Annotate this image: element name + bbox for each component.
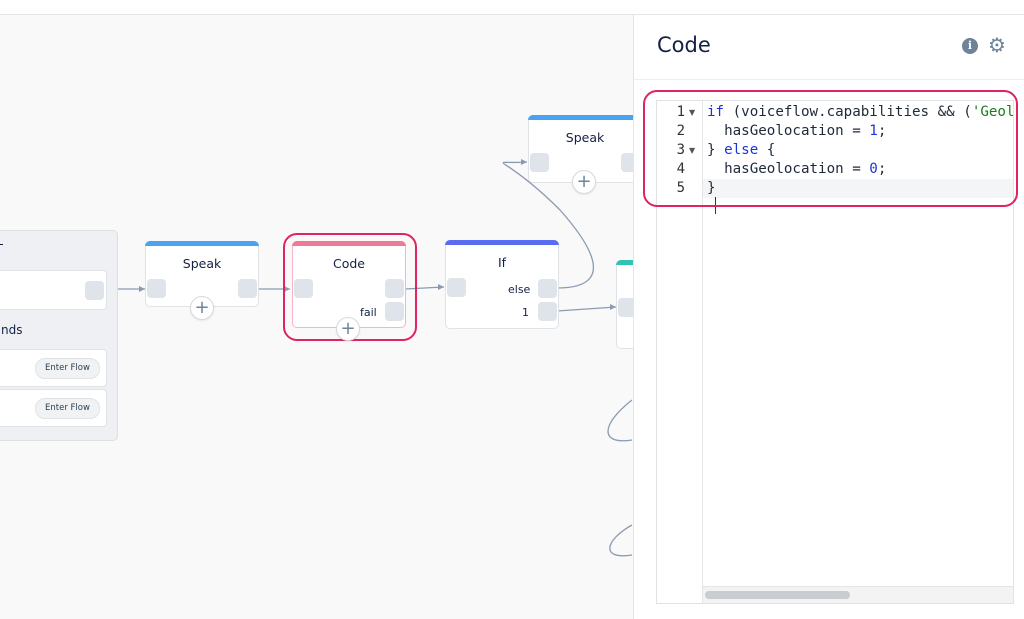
code-line-5[interactable]: } xyxy=(707,180,716,196)
if-input-port[interactable] xyxy=(447,278,466,297)
code-output-port[interactable] xyxy=(385,279,404,298)
horizontal-scrollbar-thumb[interactable] xyxy=(705,591,850,599)
code-line-3[interactable]: } else { xyxy=(707,142,776,158)
code-editor-highlight xyxy=(643,90,1018,207)
code-block[interactable]: Code fail xyxy=(292,241,406,328)
info-icon[interactable]: i xyxy=(962,38,978,54)
teal-block-bar xyxy=(616,260,633,265)
wire-one-to-block xyxy=(556,306,617,312)
wire-code-to-if xyxy=(404,286,445,290)
speak-block-bar xyxy=(145,241,259,246)
start-block[interactable]: nds Enter Flow Enter Flow xyxy=(0,230,118,441)
if-else-label: else xyxy=(508,283,531,296)
speak-top-add-step-button[interactable]: + xyxy=(572,170,596,194)
active-line-highlight xyxy=(703,179,1013,198)
code-input-port[interactable] xyxy=(294,279,313,298)
line-number: 1 xyxy=(676,104,685,120)
gear-icon[interactable]: ⚙ xyxy=(988,33,1006,57)
commands-section-label: nds xyxy=(1,323,23,337)
command-row[interactable]: Enter Flow xyxy=(0,389,107,427)
code-line-4[interactable]: hasGeolocation = 0; xyxy=(707,161,887,177)
if-else-port[interactable] xyxy=(538,279,557,298)
panel-title: Code xyxy=(657,33,711,57)
teal-input-port[interactable] xyxy=(618,298,633,317)
if-one-label: 1 xyxy=(522,306,529,319)
speak-input-port[interactable] xyxy=(147,279,166,298)
fold-arrow-icon[interactable]: ▼ xyxy=(689,108,696,117)
speak-output-port[interactable] xyxy=(238,279,257,298)
wire-else-to-speak xyxy=(502,161,595,289)
if-block-bar xyxy=(445,240,559,245)
line-number: 2 xyxy=(676,123,685,139)
speak-block-top-bar xyxy=(528,115,633,120)
code-block-title: Code xyxy=(332,256,365,271)
speak-top-input-port[interactable] xyxy=(530,153,549,172)
command-row[interactable]: Enter Flow xyxy=(0,349,107,387)
top-bar xyxy=(0,0,1024,15)
line-number: 3 xyxy=(676,142,685,158)
if-block[interactable]: If else 1 xyxy=(445,240,559,329)
if-block-title: If xyxy=(497,255,507,270)
speak-top-output-port[interactable] xyxy=(621,153,633,172)
enter-flow-button[interactable]: Enter Flow xyxy=(35,398,100,419)
line-number: 4 xyxy=(676,161,685,177)
code-add-step-button[interactable]: + xyxy=(336,317,360,341)
code-fail-label: fail xyxy=(360,306,377,319)
teal-block-partial[interactable] xyxy=(616,260,633,349)
if-one-port[interactable] xyxy=(538,302,557,321)
code-editor-panel: Code i ⚙ 1 ▼ 2 3 ▼ 4 5 if (voiceflow.cap… xyxy=(633,15,1024,619)
code-line-1[interactable]: if (voiceflow.capabilities && ('Geolocat… xyxy=(707,104,1014,120)
code-editor[interactable]: 1 ▼ 2 3 ▼ 4 5 if (voiceflow.capabilities… xyxy=(656,100,1014,604)
fold-arrow-icon[interactable]: ▼ xyxy=(689,146,696,155)
flow-canvas[interactable]: nds Enter Flow Enter Flow Speak + Code f… xyxy=(0,15,633,619)
speak-add-step-button[interactable]: + xyxy=(190,296,214,320)
panel-header: Code i ⚙ xyxy=(634,15,1024,80)
start-block-input-row[interactable] xyxy=(0,270,107,310)
code-fail-port[interactable] xyxy=(385,302,404,321)
code-block-bar xyxy=(292,241,406,246)
speak-block-top-title: Speak xyxy=(565,130,605,145)
connection-lines xyxy=(104,159,633,557)
line-number-gutter: 1 ▼ 2 3 ▼ 4 5 xyxy=(657,101,703,603)
wire-right-1 xyxy=(607,399,633,442)
start-output-port[interactable] xyxy=(85,281,104,300)
line-number: 5 xyxy=(676,180,685,196)
enter-flow-button[interactable]: Enter Flow xyxy=(35,358,100,379)
speak-block-title: Speak xyxy=(182,256,222,271)
code-line-2[interactable]: hasGeolocation = 1; xyxy=(707,123,887,139)
wire-right-2 xyxy=(609,524,633,557)
